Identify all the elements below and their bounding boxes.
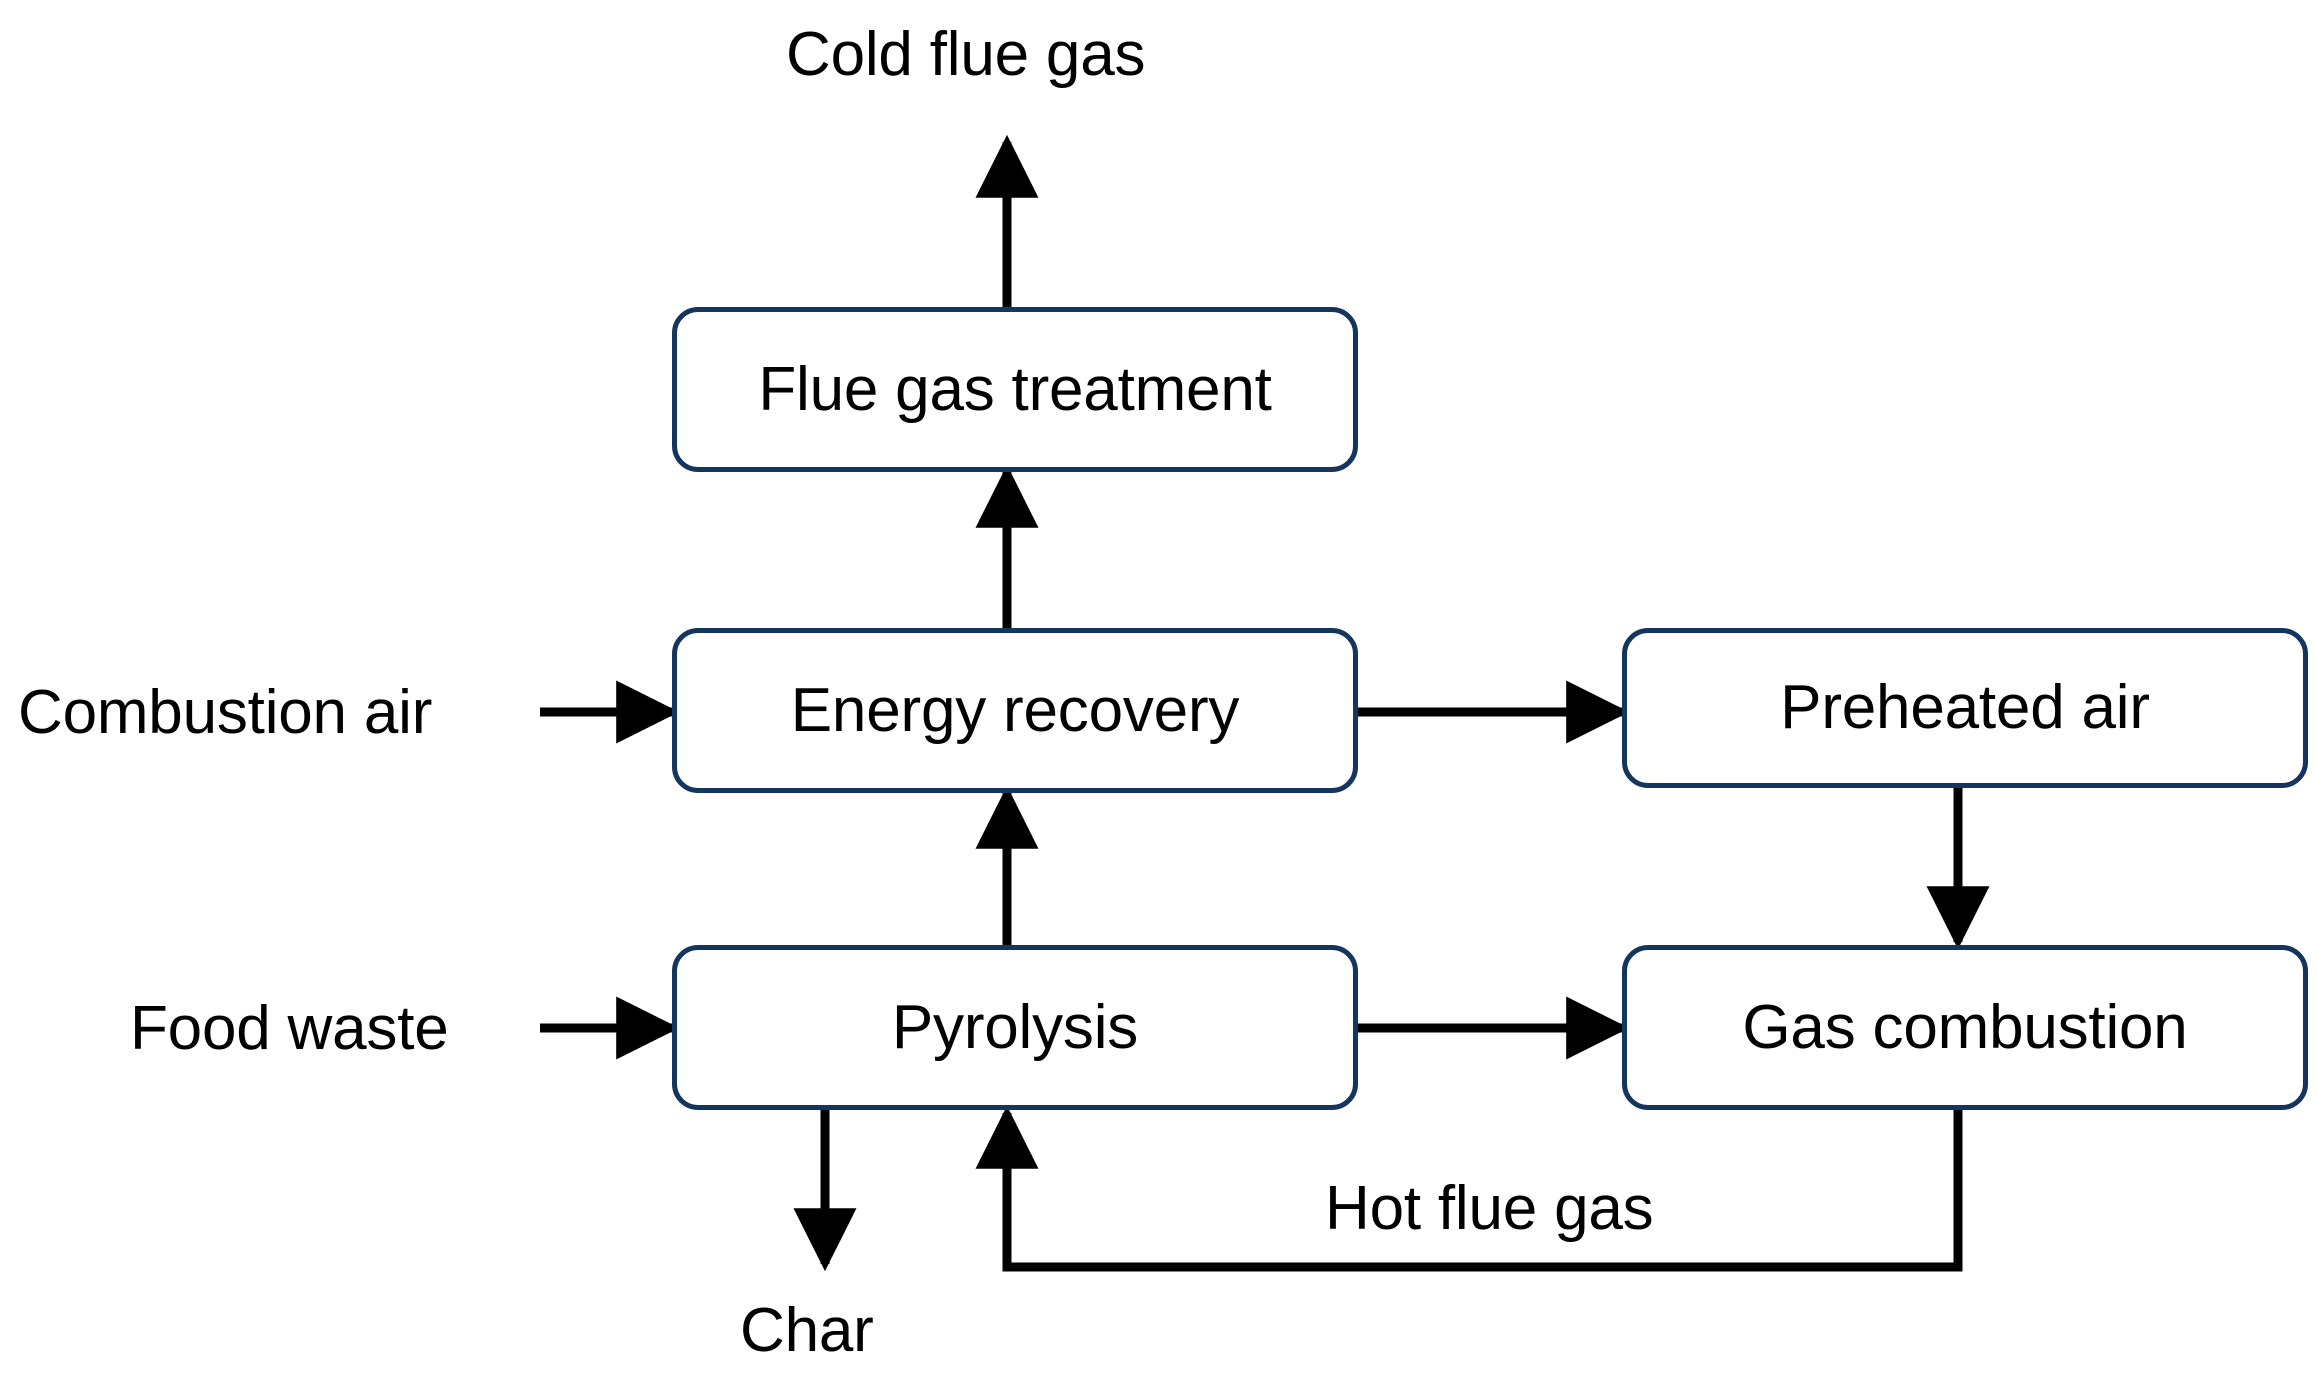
edge-gas-combustion-to-pyrolysis — [975, 1105, 1963, 1272]
stream-label-hot-flue-gas: Hot flue gas — [1325, 1174, 1654, 1243]
stream-label-cold-flue-gas: Cold flue gas — [786, 20, 1146, 89]
node-energy-recovery-label: Energy recovery — [790, 675, 1240, 745]
node-flue-gas-treatment[interactable]: Flue gas treatment — [672, 307, 1358, 472]
node-preheated-air[interactable]: Preheated air — [1622, 628, 2308, 788]
node-gas-combustion[interactable]: Gas combustion — [1622, 945, 2308, 1110]
node-flue-gas-treatment-label: Flue gas treatment — [758, 354, 1272, 424]
node-pyrolysis-label: Pyrolysis — [891, 992, 1139, 1062]
node-pyrolysis[interactable]: Pyrolysis — [672, 945, 1358, 1110]
stream-label-combustion-air: Combustion air — [18, 678, 433, 747]
node-energy-recovery[interactable]: Energy recovery — [672, 628, 1358, 793]
stream-label-char: Char — [740, 1296, 874, 1365]
stream-label-food-waste: Food waste — [130, 994, 449, 1063]
node-gas-combustion-label: Gas combustion — [1742, 992, 2188, 1062]
node-preheated-air-label: Preheated air — [1780, 673, 2150, 742]
